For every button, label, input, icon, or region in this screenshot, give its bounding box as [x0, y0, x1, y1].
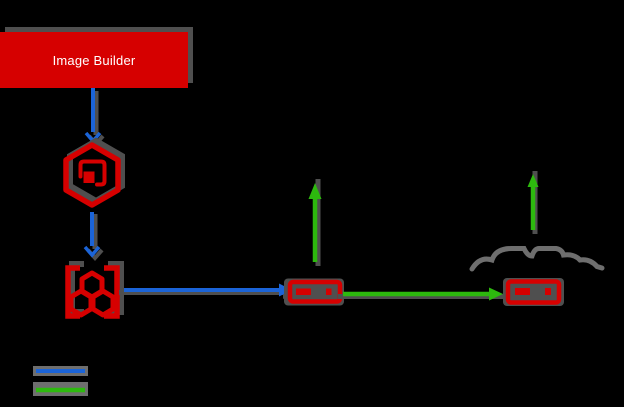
- image-builder-label: Image Builder: [52, 52, 136, 68]
- image-builder-node: Image Builder: [0, 32, 188, 88]
- legend-green-line: [33, 382, 88, 396]
- connector-pod-to-registry: [119, 283, 296, 299]
- registry-right-icon: [503, 278, 564, 306]
- pod-icon: [65, 261, 124, 319]
- registry-left-icon: [284, 278, 344, 306]
- connector-container-to-pod: [83, 212, 104, 262]
- legend: [33, 366, 88, 396]
- container-hexagon-icon: [63, 137, 125, 208]
- legend-blue-line: [33, 366, 88, 376]
- cloud-icon: [469, 245, 605, 272]
- green-arrow-registry-to-registry: [338, 287, 508, 301]
- green-arrow-up-left: [308, 179, 322, 266]
- green-arrow-up-cloud: [527, 171, 539, 234]
- connector-builder-to-container: [84, 88, 105, 148]
